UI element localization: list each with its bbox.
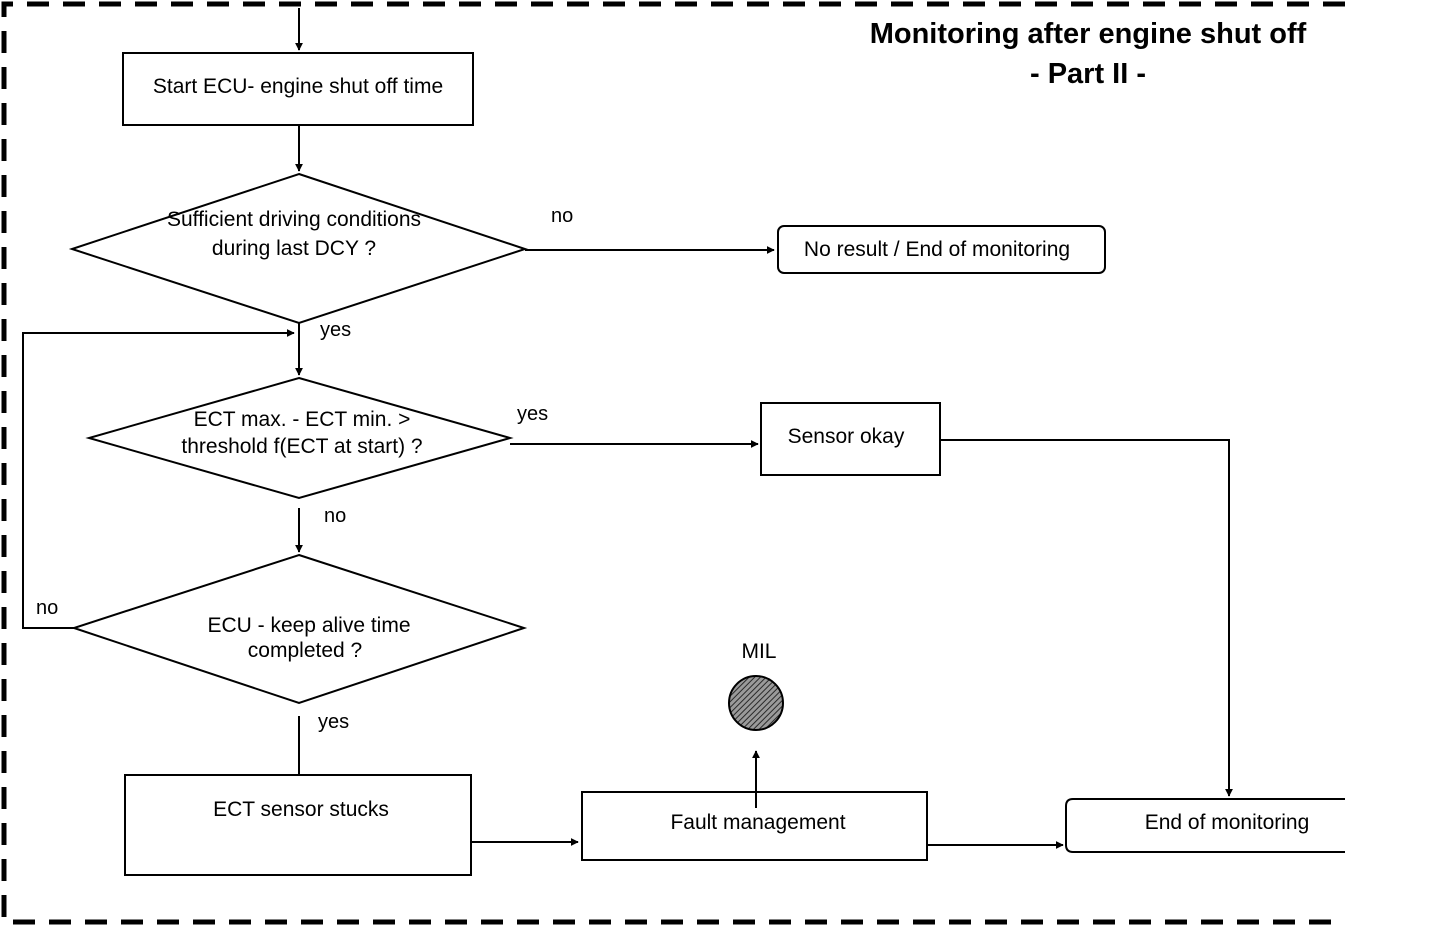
- edge-label-driving-yes: yes: [320, 319, 351, 341]
- node-no-result: No result / End of monitoring: [777, 225, 1106, 274]
- node-decision-ect-line2: threshold f(ECT at start) ?: [181, 435, 422, 458]
- node-mil-label: MIL: [741, 640, 776, 663]
- node-decision-keep-alive-line1: ECU - keep alive time: [207, 614, 410, 637]
- node-ect-stuck: ECT sensor stucks: [124, 774, 472, 876]
- edge-label-keep-alive-yes: yes: [318, 711, 349, 733]
- node-decision-ect-line1: ECT max. - ECT min. >: [194, 408, 411, 431]
- edge-label-ect-no: no: [324, 505, 346, 527]
- node-sensor-okay: Sensor okay: [760, 402, 941, 476]
- node-decision-driving-line2: during last DCY ?: [212, 237, 376, 260]
- node-fault-management: Fault management: [581, 791, 928, 861]
- node-decision-keep-alive: ECU - keep alive time completed ?: [70, 553, 528, 705]
- node-mil: MIL: [728, 640, 784, 731]
- edge-keep-alive-no-loop: [22, 329, 295, 629]
- node-start-label: Start ECU- engine shut off time: [153, 75, 443, 98]
- node-sensor-okay-label: Sensor okay: [788, 425, 905, 448]
- edge-label-keep-alive-no: no: [36, 597, 58, 619]
- diagram-subtitle: - Part II -: [1030, 58, 1146, 90]
- node-start: Start ECU- engine shut off time: [122, 52, 474, 126]
- node-end-label: End of monitoring: [1145, 811, 1310, 834]
- edge-label-driving-no: no: [551, 205, 573, 227]
- edge-label-ect-yes: yes: [517, 403, 548, 425]
- node-ect-stuck-label: ECT sensor stucks: [213, 798, 389, 821]
- node-decision-ect: ECT max. - ECT min. > threshold f(ECT at…: [85, 376, 514, 500]
- node-decision-driving: Sufficient driving conditions during las…: [68, 172, 529, 325]
- node-end: End of monitoring: [1065, 798, 1345, 853]
- node-decision-driving-line1: Sufficient driving conditions: [167, 208, 421, 231]
- diagram-title: Monitoring after engine shut off: [870, 18, 1307, 50]
- node-no-result-label: No result / End of monitoring: [804, 238, 1070, 261]
- dashed-frame: [1, 1, 1345, 925]
- mil-lamp-icon: [728, 675, 784, 731]
- edge-sensor-okay-to-end: [941, 439, 1233, 797]
- node-decision-keep-alive-line2: completed ?: [248, 639, 362, 662]
- node-fault-management-label: Fault management: [670, 811, 845, 834]
